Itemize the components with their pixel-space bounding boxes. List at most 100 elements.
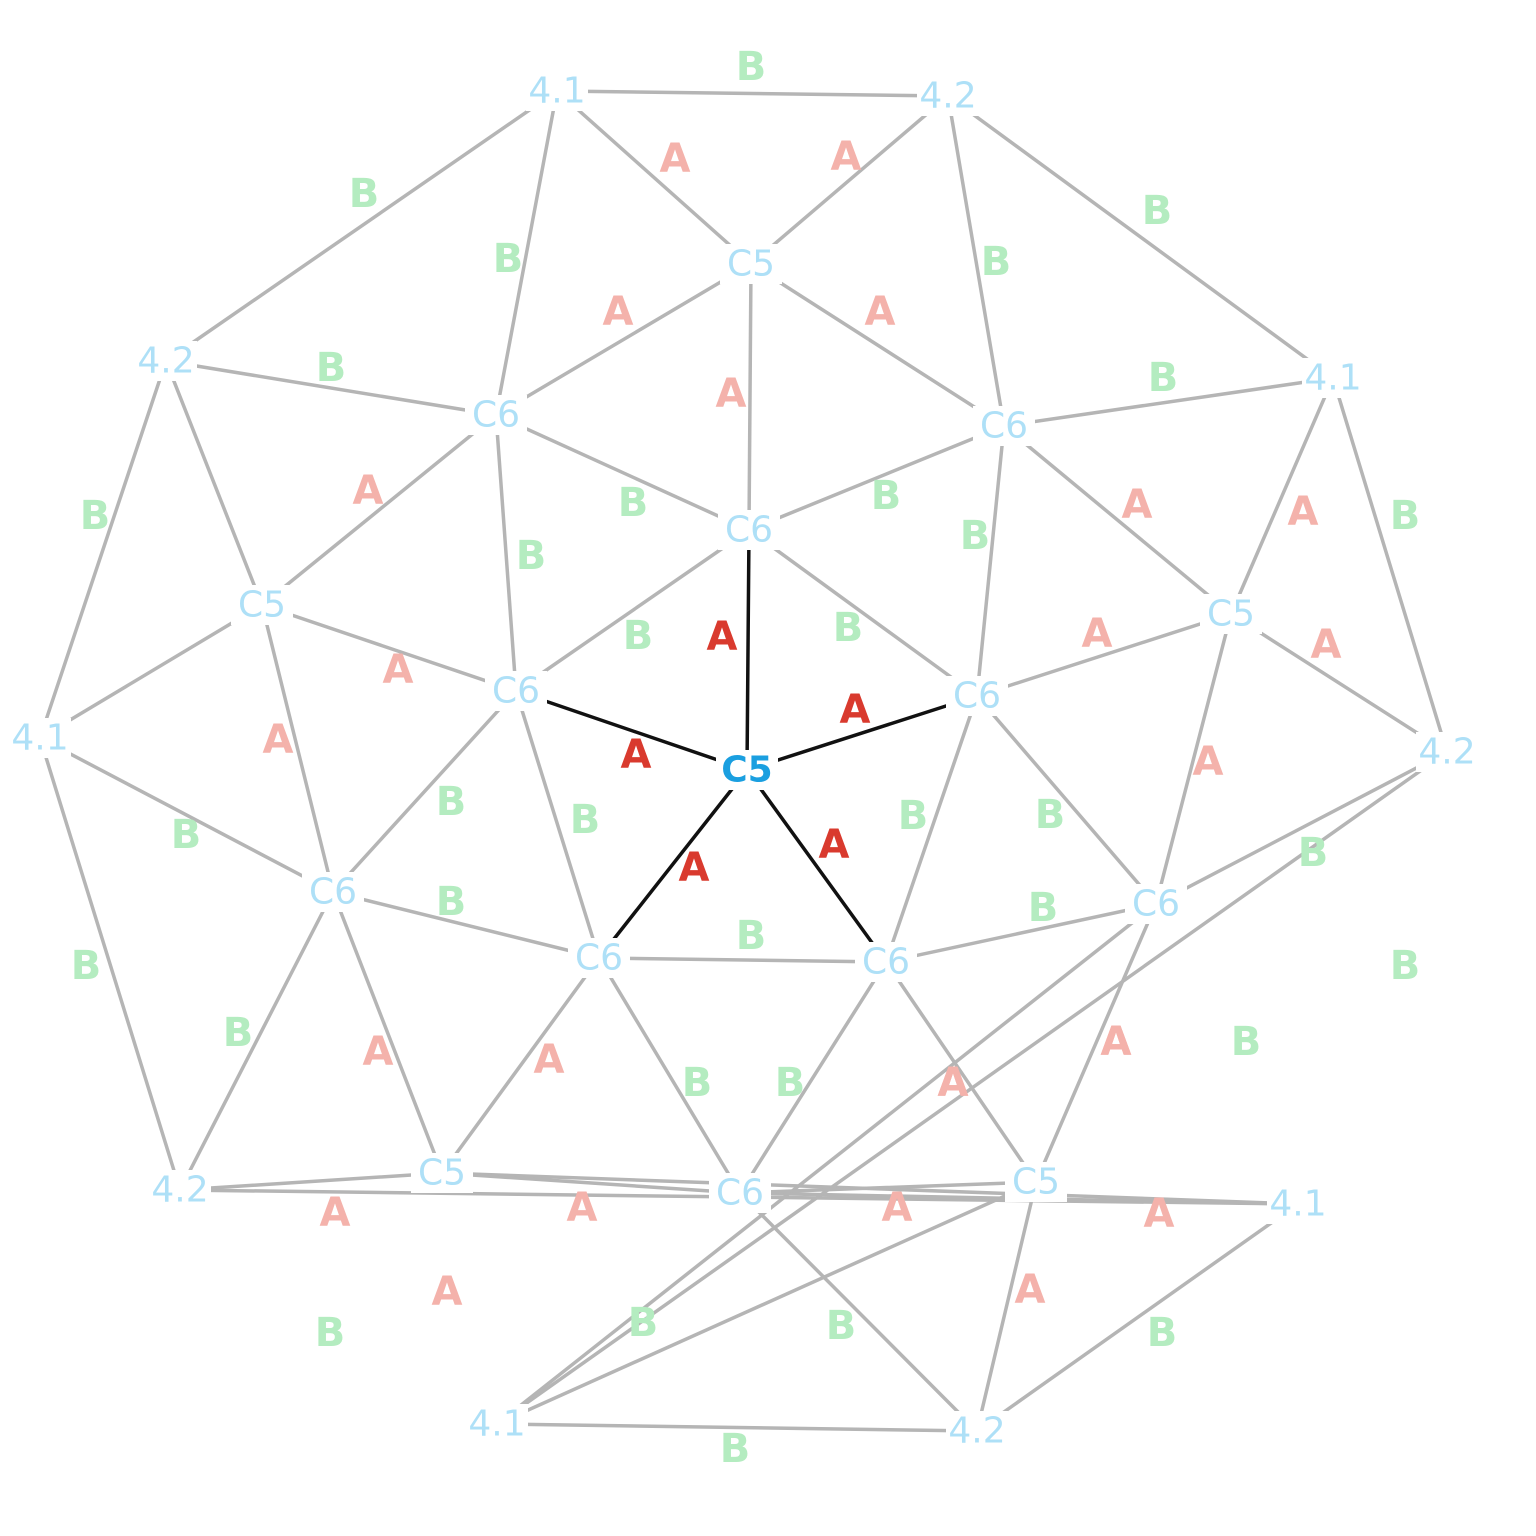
edge-label-b-n9-n7: B bbox=[720, 1426, 751, 1472]
edge-n1-n16 bbox=[946, 94, 1006, 428]
node-halo-n19 bbox=[946, 676, 1008, 716]
edge-label-a-n1-n10: A bbox=[831, 134, 862, 180]
node-halo-n24 bbox=[709, 1173, 771, 1213]
edge-label-b-n24-n22: B bbox=[682, 1060, 713, 1106]
edge-label-b-n8-n21: B bbox=[1231, 1019, 1262, 1065]
edge-label-a-n25-n22-highlighted: A bbox=[679, 845, 710, 891]
edge-label-a-n25-n17-highlighted: A bbox=[707, 614, 738, 660]
node-halo-n6 bbox=[149, 1170, 211, 1210]
node-4-2-n2: 4.2 bbox=[137, 341, 194, 382]
node-c5-n10: C5 bbox=[727, 244, 775, 285]
edge-n1-n10 bbox=[749, 94, 950, 266]
edge-label-b-n5-n8: B bbox=[1390, 943, 1421, 989]
edge-n2-n15 bbox=[164, 359, 498, 417]
edge-label-a-n2-n11: A bbox=[432, 1269, 463, 1315]
node-4-2-n9: 4.2 bbox=[948, 1411, 1005, 1452]
edge-n4-n2 bbox=[38, 359, 168, 740]
edge-n4-n11 bbox=[38, 603, 264, 740]
node-halo-n4 bbox=[9, 718, 71, 758]
node-4-1-n7: 4.1 bbox=[1269, 1184, 1326, 1225]
edge-n20-n22 bbox=[331, 890, 601, 960]
edge-label-b-n16-n17: B bbox=[871, 473, 902, 519]
edge-n16-n17 bbox=[747, 424, 1006, 532]
edge-n24-n23 bbox=[738, 960, 888, 1195]
edge-n6-n20 bbox=[178, 890, 335, 1192]
edge-n5-n12 bbox=[1229, 612, 1449, 754]
edge-label-a-n11-n18: A bbox=[383, 647, 414, 693]
node-4-2-n1: 4.2 bbox=[919, 76, 976, 117]
node-halo-n11 bbox=[231, 585, 293, 625]
edge-label-b-n17-n18: B bbox=[623, 613, 654, 659]
edge-label-a-n10-n16: A bbox=[865, 289, 896, 335]
edge-n9-n14 bbox=[975, 1180, 1038, 1433]
edge-label-b-n7-n24: B bbox=[628, 1300, 659, 1346]
node-halo-n20 bbox=[302, 872, 364, 912]
node-halo-n13 bbox=[411, 1153, 473, 1193]
edge-label-b-n3-n5: B bbox=[1390, 493, 1421, 539]
edge-n24-n22 bbox=[597, 956, 742, 1195]
edge-label-a-n13-n24: A bbox=[567, 1185, 598, 1231]
edge-n20-n18 bbox=[331, 689, 518, 894]
node-halo-n17 bbox=[718, 510, 780, 550]
edge-n8-n9 bbox=[495, 1422, 979, 1433]
edge-label-b-n4-n2: B bbox=[80, 493, 111, 539]
edge-label-b-n8-n9: B bbox=[1147, 1310, 1178, 1356]
node-halo-n14 bbox=[1005, 1162, 1067, 1202]
edge-label-b-n15-n17: B bbox=[618, 480, 649, 526]
edge-n3-n12 bbox=[1229, 376, 1335, 616]
node-c6-n15: C6 bbox=[472, 395, 520, 436]
edge-n3-n16 bbox=[1002, 376, 1335, 428]
edge-label-a-n25-n19-highlighted: A bbox=[840, 687, 871, 733]
node-halo-n21 bbox=[1125, 884, 1187, 924]
edge-label-b-n21-n19: B bbox=[1035, 792, 1066, 838]
edge-n2-n11 bbox=[164, 359, 264, 607]
node-c6-n19: C6 bbox=[953, 676, 1001, 717]
node-halo-n5 bbox=[1416, 732, 1478, 772]
node-halo-n1 bbox=[917, 76, 979, 116]
node-halo-n18 bbox=[485, 671, 547, 711]
edge-n25-n19-highlighted bbox=[745, 694, 979, 772]
node-halo-n9 bbox=[946, 1411, 1008, 1451]
edge-n25-n17-highlighted bbox=[745, 528, 751, 772]
edge-n19-n23 bbox=[884, 694, 979, 964]
node-halo-n8 bbox=[466, 1404, 528, 1444]
node-c6-n18: C6 bbox=[492, 671, 540, 712]
edge-label-b-n7-n6: B bbox=[315, 1310, 346, 1356]
edge-label-a-n0-n10: A bbox=[660, 136, 691, 182]
edge-label-a-n5-n12: A bbox=[1311, 622, 1342, 668]
edge-n9-n7 bbox=[975, 1202, 1300, 1433]
node-4-1-n8: 4.1 bbox=[468, 1404, 525, 1445]
edge-label-b-n0-n1: B bbox=[736, 44, 767, 90]
node-halo-n22 bbox=[568, 938, 630, 978]
edge-n25-n22-highlighted bbox=[597, 768, 749, 960]
edge-n15-n17 bbox=[494, 413, 751, 532]
edge-label-b-n0-n15: B bbox=[493, 236, 524, 282]
node-c5-n14: C5 bbox=[1012, 1162, 1060, 1203]
edge-n2-n0 bbox=[164, 89, 559, 363]
edge-label-b-n5-n21: B bbox=[1298, 830, 1329, 876]
edge-n11-n15 bbox=[260, 413, 498, 607]
edge-label-a-n7-n13: A bbox=[1101, 1019, 1132, 1065]
edge-label-a-n6-n13: A bbox=[938, 1060, 969, 1106]
node-halo-n7 bbox=[1267, 1184, 1329, 1224]
node-c6-n22: C6 bbox=[575, 938, 623, 979]
edge-n8-n21 bbox=[495, 902, 1158, 1426]
edge-label-a-n12-n21: A bbox=[1193, 739, 1224, 785]
edge-n21-n19 bbox=[975, 694, 1158, 906]
node-halo-n15 bbox=[465, 395, 527, 435]
edge-label-b-n6-n4: B bbox=[71, 943, 102, 989]
node-halo-n10 bbox=[720, 244, 782, 284]
edge-label-b-n2-n15: B bbox=[316, 345, 347, 391]
edge-n9-n24 bbox=[738, 1191, 979, 1433]
edge-n22-n18 bbox=[514, 689, 601, 960]
node-halo-n16 bbox=[973, 406, 1035, 446]
edge-label-b-n6-n20: B bbox=[223, 1010, 254, 1056]
edge-n6-n4 bbox=[38, 736, 182, 1192]
edge-n14-n23 bbox=[884, 960, 1038, 1184]
node-4-1-n0: 4.1 bbox=[528, 71, 585, 112]
node-4-1-n3: 4.1 bbox=[1304, 358, 1361, 399]
node-halo-n23 bbox=[855, 942, 917, 982]
